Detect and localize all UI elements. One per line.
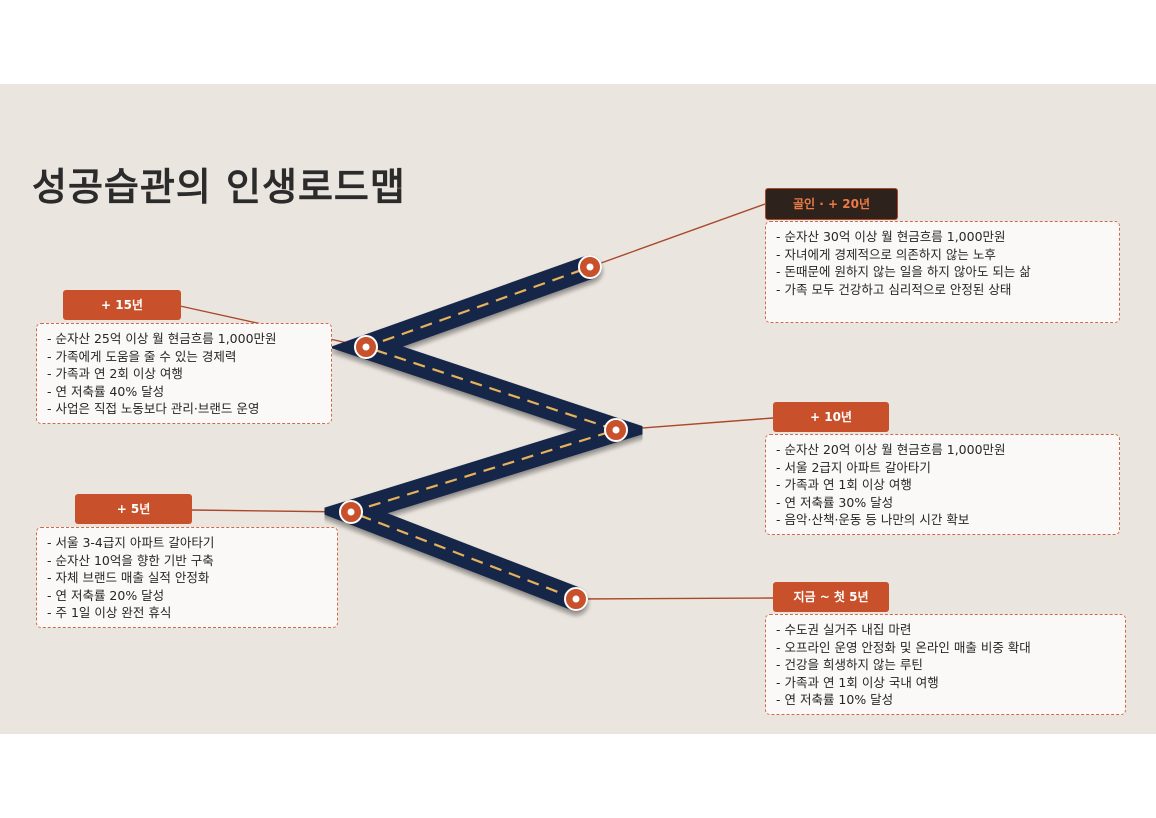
milestone-node-5y <box>339 500 363 524</box>
list-item: - 가족과 연 1회 이상 국내 여행 <box>776 674 939 690</box>
milestone-node-15y <box>354 335 378 359</box>
milestone-box-10y: - 순자산 20억 이상 월 현금흐름 1,000만원 - 서울 2급지 아파트… <box>765 434 1120 535</box>
list-item: - 건강을 희생하지 않는 루틴 <box>776 657 923 673</box>
list-item: - 돈때문에 원하지 않는 일을 하지 않아도 되는 삶 <box>776 264 1031 280</box>
milestone-tag-5y: + 5년 <box>75 494 192 524</box>
list-item: - 연 저축률 30% 달성 <box>776 494 894 510</box>
list-item: - 가족에게 도움을 줄 수 있는 경제력 <box>47 348 237 364</box>
connector-now <box>575 597 774 600</box>
list-item: - 가족과 연 2회 이상 여행 <box>47 366 183 382</box>
list-item: - 오프라인 운영 안정화 및 온라인 매출 비중 확대 <box>776 639 1031 655</box>
list-item: - 서울 2급지 아파트 갈아타기 <box>776 459 931 475</box>
list-item: - 사업은 직접 노동보다 관리·브랜드 운영 <box>47 401 260 417</box>
list-item: - 가족 모두 건강하고 심리적으로 안정된 상태 <box>776 281 1012 297</box>
slide-background: 성공습관의 인생로드맵 <box>0 84 1156 734</box>
list-item: - 순자산 30억 이상 월 현금흐름 1,000만원 <box>776 229 1006 244</box>
milestone-tag-now: 지금 ~ 첫 5년 <box>773 582 889 612</box>
milestone-node-10y <box>604 418 628 442</box>
milestone-box-goal: - 순자산 30억 이상 월 현금흐름 1,000만원 - 자녀에게 경제적으로… <box>765 221 1120 323</box>
milestone-node-goal <box>578 255 602 279</box>
connector-goal <box>589 203 766 268</box>
list-item: - 순자산 25억 이상 월 현금흐름 1,000만원 <box>47 331 277 346</box>
list-item: - 순자산 20억 이상 월 현금흐름 1,000만원 <box>776 442 1006 457</box>
milestone-tag-goal: 골인 · + 20년 <box>765 188 898 220</box>
list-item: - 연 저축률 40% 달성 <box>47 383 165 399</box>
list-item: - 서울 3-4급지 아파트 갈아타기 <box>47 535 215 550</box>
page-title: 성공습관의 인생로드맵 <box>32 165 406 209</box>
milestone-box-15y: - 순자산 25억 이상 월 현금흐름 1,000만원 - 가족에게 도움을 줄… <box>36 323 332 424</box>
road <box>314 255 656 611</box>
milestone-tag-10y: + 10년 <box>773 402 889 432</box>
milestone-node-now <box>564 587 588 611</box>
list-item: - 자녀에게 경제적으로 의존하지 않는 노후 <box>776 246 996 262</box>
list-item: - 순자산 10억을 향한 기반 구축 <box>47 552 214 568</box>
milestone-box-5y: - 서울 3-4급지 아파트 갈아타기 - 순자산 10억을 향한 기반 구축 … <box>36 527 338 628</box>
road-center-line <box>347 265 620 601</box>
list-item: - 수도권 실거주 내집 마련 <box>776 622 912 637</box>
list-item: - 가족과 연 1회 이상 여행 <box>776 477 912 493</box>
roadmap-diagram <box>179 203 774 611</box>
list-item: - 자체 브랜드 매출 실적 안정화 <box>47 570 210 586</box>
milestone-tag-15y: + 15년 <box>63 290 181 320</box>
list-item: - 연 저축률 20% 달성 <box>47 587 165 603</box>
list-item: - 연 저축률 10% 달성 <box>776 692 894 708</box>
milestone-box-now: - 수도권 실거주 내집 마련 - 오프라인 운영 안정화 및 온라인 매출 비… <box>765 614 1126 715</box>
list-item: - 음악·산책·운동 등 나만의 시간 확보 <box>776 512 970 528</box>
list-item: - 주 1일 이상 완전 휴식 <box>47 605 172 621</box>
